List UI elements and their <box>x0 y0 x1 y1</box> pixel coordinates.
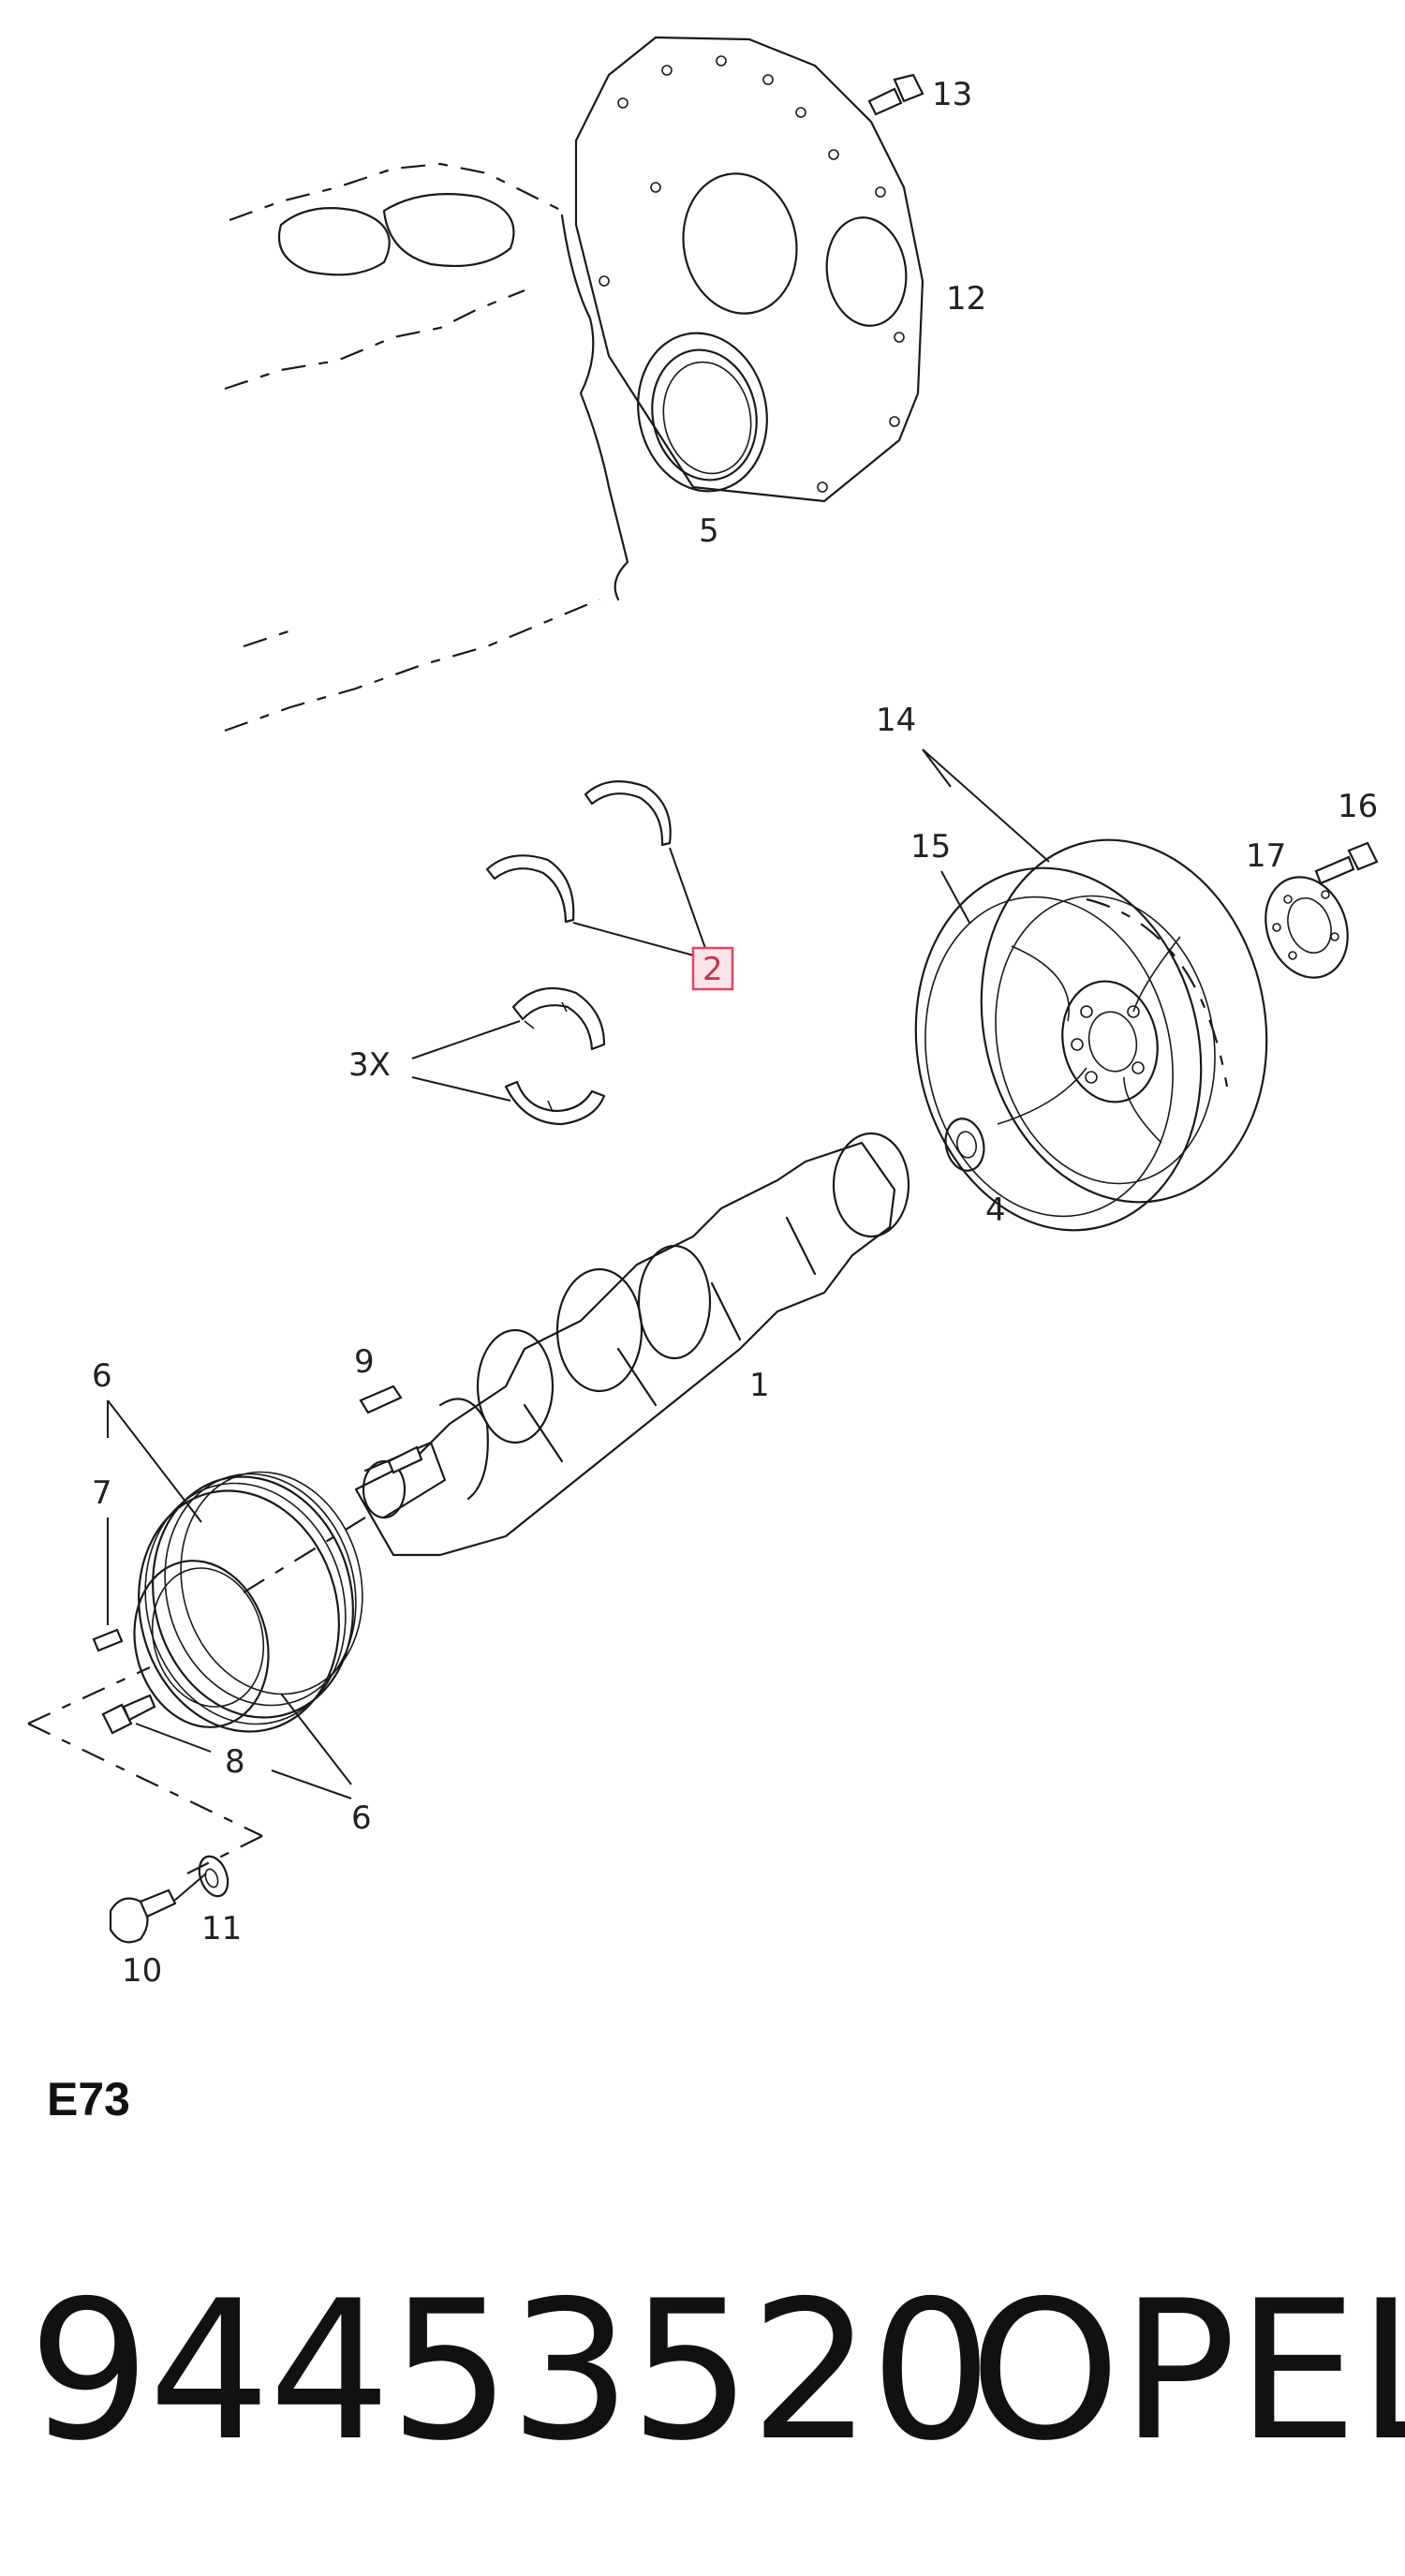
part-number: 94453520 <box>28 2260 992 2483</box>
dowel-pin <box>92 1628 124 1652</box>
bolt-13 <box>867 73 924 116</box>
flywheel <box>914 838 1268 1232</box>
callout-5: 5 <box>699 512 719 550</box>
woodruff-key <box>359 1384 403 1414</box>
callout-15: 15 <box>910 828 951 866</box>
flywheel-spacer-plate <box>1264 876 1349 979</box>
callout-1: 1 <box>749 1367 770 1404</box>
engine-block-outline <box>224 162 629 733</box>
leader-lines <box>107 748 1050 1902</box>
callout-4: 4 <box>985 1192 1006 1229</box>
callout-16: 16 <box>1338 788 1378 825</box>
exploded-parts-diagram: 1 2 3X 4 5 6 6 7 8 9 10 11 12 13 14 15 1… <box>27 36 1379 1990</box>
callout-2-highlight <box>691 946 734 991</box>
callout-10: 10 <box>122 1952 162 1990</box>
section-code: E73 <box>47 2073 130 2125</box>
brand-name: OPEL <box>969 2260 1405 2483</box>
callout-11: 11 <box>201 1910 242 1947</box>
callout-6-bottom: 6 <box>351 1799 372 1837</box>
callout-6-top: 6 <box>92 1357 112 1395</box>
callout-7: 7 <box>92 1474 112 1512</box>
bolt-10 <box>109 1888 177 1944</box>
callout-14: 14 <box>876 702 916 739</box>
callout-13: 13 <box>932 76 972 113</box>
crank-pulley-damper <box>133 1471 366 1733</box>
callout-9: 9 <box>354 1343 375 1381</box>
callout-2: 2 <box>702 951 723 988</box>
flywheel-bolt <box>1314 841 1379 885</box>
rear-main-seal <box>637 332 768 493</box>
callout-labels: 1 2 3X 4 5 6 6 7 8 9 10 11 12 13 14 15 1… <box>92 76 1378 1990</box>
pulley-bolt <box>27 1666 263 1874</box>
thrust-washers <box>485 780 672 924</box>
callout-8: 8 <box>225 1743 245 1781</box>
callout-12: 12 <box>946 280 986 318</box>
main-bearing-shells <box>504 986 606 1126</box>
callout-3x: 3X <box>348 1046 391 1084</box>
timing-cover-plate <box>574 36 924 503</box>
crankshaft <box>354 1132 910 1557</box>
washer-11 <box>198 1855 229 1898</box>
pilot-bearing <box>944 1118 985 1172</box>
callout-17: 17 <box>1246 837 1286 875</box>
